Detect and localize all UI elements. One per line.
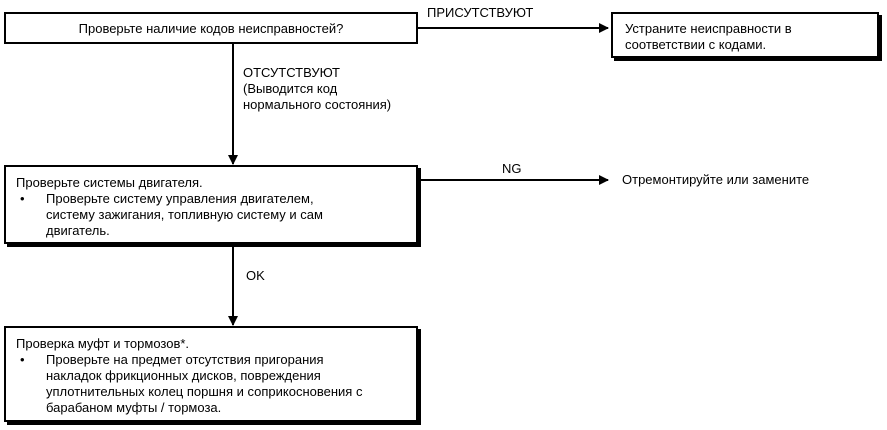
branch-ok-label: OK	[246, 268, 265, 283]
bullet-icon: •	[20, 352, 25, 367]
step2-box: Проверьте системы двигателя. • Проверьте…	[4, 165, 418, 244]
step2-bullet-item: • Проверьте систему управления двигателе…	[16, 191, 410, 239]
branch-ng-label: NG	[502, 161, 522, 176]
present-result-box: Устраните неисправности в соответствии с…	[611, 12, 879, 58]
step2-content: Проверьте системы двигателя. • Проверьте…	[16, 175, 410, 239]
step3-title: Проверка муфт и тормозов*.	[16, 336, 190, 351]
step3-bullet-text: Проверьте на предмет отсутствия пригоран…	[46, 352, 363, 415]
step3-box: Проверка муфт и тормозов*. • Проверьте н…	[4, 326, 418, 422]
ng-result-text: Отремонтируйте или замените	[622, 172, 810, 187]
bullet-icon: •	[20, 191, 25, 206]
present-result-text: Устраните неисправности в соответствии с…	[625, 21, 792, 52]
step3-content: Проверка муфт и тормозов*. • Проверьте н…	[16, 336, 410, 416]
branch-present-label: ПРИСУТСТВУЮТ	[427, 5, 534, 20]
branch-absent-label: ОТСУТСТВУЮТ (Выводится код нормального с…	[243, 65, 392, 112]
step2-title: Проверьте системы двигателя.	[16, 175, 203, 190]
step1-box: Проверьте наличие кодов неисправностей?	[4, 12, 418, 44]
step3-bullet-item: • Проверьте на предмет отсутствия пригор…	[16, 352, 410, 416]
step2-bullet-text: Проверьте систему управления двигателем,…	[46, 191, 323, 238]
step1-question: Проверьте наличие кодов неисправностей?	[78, 21, 344, 36]
